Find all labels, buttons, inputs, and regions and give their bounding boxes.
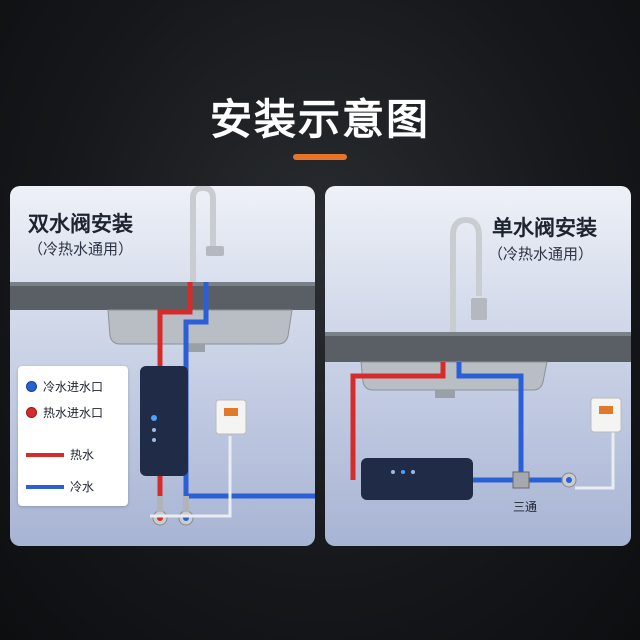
countertop bbox=[325, 332, 631, 362]
left-panel-subtitle: （冷热水通用） bbox=[28, 240, 134, 258]
power-cable bbox=[575, 432, 615, 490]
legend-hot-inlet: 热水进水口 bbox=[26, 404, 103, 421]
sink-basin bbox=[360, 361, 548, 391]
sink-drain bbox=[435, 390, 455, 398]
sink-basin bbox=[107, 309, 293, 345]
single-valve-panel bbox=[325, 186, 631, 546]
tee-fitting bbox=[512, 471, 530, 489]
cold-line-icon bbox=[26, 484, 64, 489]
power-socket bbox=[215, 399, 247, 435]
single-valve-diagram bbox=[325, 216, 631, 500]
faucet bbox=[450, 216, 482, 332]
water-heater bbox=[140, 366, 188, 476]
left-panel-title: 双水阀安装 bbox=[28, 212, 133, 236]
legend-cold-inlet: 冷水进水口 bbox=[26, 378, 103, 395]
legend-hot-water: 热水 bbox=[26, 446, 94, 463]
right-panel-subtitle: （冷热水通用） bbox=[488, 245, 594, 263]
right-panel-title: 单水阀安装 bbox=[492, 216, 597, 240]
hot-dot-icon bbox=[26, 407, 37, 418]
countertop bbox=[10, 282, 315, 310]
hot-line-icon bbox=[26, 452, 64, 457]
title-accent-bar bbox=[293, 154, 347, 160]
page-title: 安装示意图 bbox=[209, 95, 430, 144]
cold-dot-icon bbox=[26, 381, 37, 392]
power-socket bbox=[590, 397, 622, 433]
legend: 冷水进水口 热水进水口 热水 冷水 bbox=[18, 366, 128, 506]
power-cable bbox=[150, 436, 232, 518]
cold-pipe bbox=[456, 362, 565, 483]
hot-pipe bbox=[350, 362, 446, 480]
double-valve-diagram bbox=[10, 186, 315, 526]
legend-cold-water: 冷水 bbox=[26, 478, 94, 495]
faucet-handle bbox=[471, 298, 487, 320]
faucet bbox=[190, 186, 216, 282]
water-heater bbox=[361, 458, 473, 500]
faucet-handle bbox=[206, 246, 224, 256]
sink-drain bbox=[185, 344, 205, 352]
tee-label: 三通 bbox=[513, 500, 538, 514]
